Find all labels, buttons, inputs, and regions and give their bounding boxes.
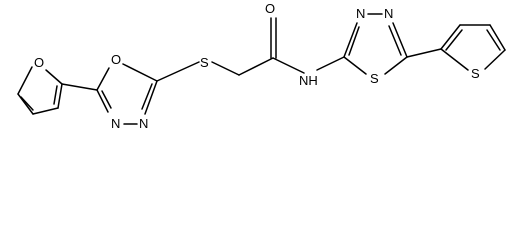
bond <box>388 25 402 56</box>
thiadiazole-nitrogen-left-label: N <box>356 6 365 21</box>
oxadiazole-oxygen-label: O <box>111 52 121 67</box>
bond <box>211 61 240 76</box>
thiadiazole-nitrogen-right-label: N <box>384 6 393 21</box>
molecule-structure: O O N N S O NH N N S S <box>17 1 506 131</box>
bond <box>238 57 274 76</box>
atom-labels: O O N N S O NH N N S S <box>34 1 480 131</box>
bond <box>316 56 345 71</box>
bond <box>57 83 63 109</box>
bond <box>53 85 58 105</box>
furan-oxygen-label: O <box>34 55 44 70</box>
bonds <box>17 13 506 125</box>
bond <box>489 24 506 51</box>
bond <box>32 107 59 115</box>
thiophene-sulfur-label: S <box>471 66 480 81</box>
bond <box>144 80 158 115</box>
bond <box>343 22 358 58</box>
bond <box>440 24 461 50</box>
bond <box>61 83 98 91</box>
bond <box>486 29 501 51</box>
bond <box>122 63 158 82</box>
bond <box>406 48 442 58</box>
bond <box>17 66 33 95</box>
bond <box>45 69 63 85</box>
bond <box>440 48 469 71</box>
bond <box>272 57 305 74</box>
bond <box>384 56 408 75</box>
thiadiazole-sulfur-label: S <box>370 71 379 86</box>
bond <box>484 49 506 70</box>
bond <box>348 26 360 56</box>
oxadiazole-nitrogen-left-label: N <box>111 116 120 131</box>
bond <box>156 61 200 82</box>
bond <box>141 83 153 110</box>
bond <box>343 56 367 75</box>
bond <box>101 90 112 109</box>
bond <box>96 67 110 91</box>
bond <box>445 29 463 51</box>
bond <box>96 89 109 113</box>
carbonyl-oxygen-label: O <box>265 1 275 16</box>
oxadiazole-nitrogen-right-label: N <box>139 116 148 131</box>
bond <box>20 96 34 111</box>
bond <box>392 22 408 58</box>
amide-nh-label: NH <box>299 73 318 88</box>
thioether-sulfur-label: S <box>200 55 209 70</box>
